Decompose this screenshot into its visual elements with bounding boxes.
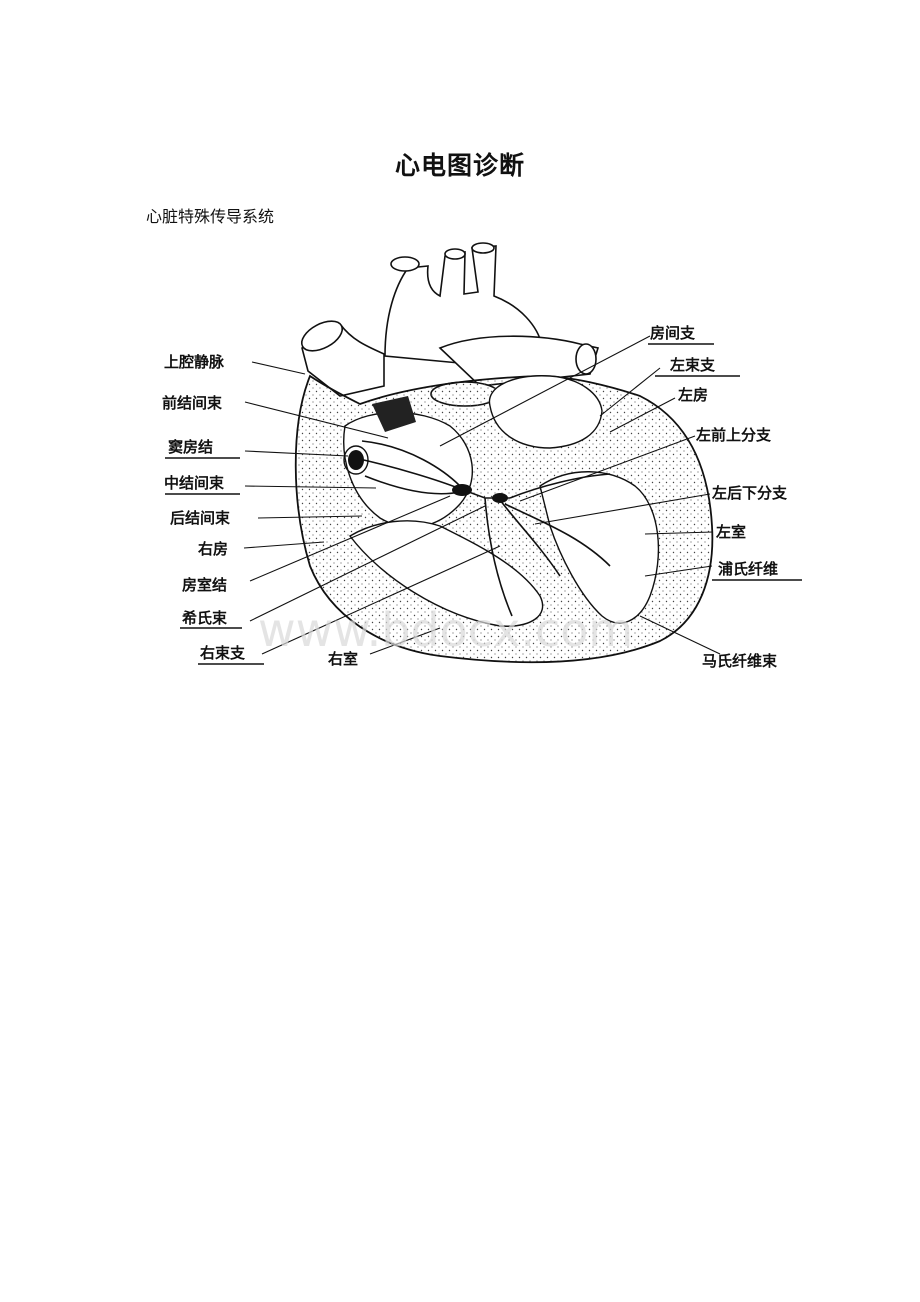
label-his-bundle: 希氏束 (182, 609, 228, 627)
label-anterior-internodal-tract: 前结间束 (162, 394, 223, 412)
label-left-bundle-branch: 左束支 (669, 356, 716, 374)
section-subtitle: 心脏特殊传导系统 (146, 207, 275, 226)
heart-conduction-diagram: 上腔静脉 前结间束 窦房结 中结间束 后结间束 右房 房室结 希氏束 右束支 右… (140, 236, 820, 676)
label-av-node: 房室结 (182, 576, 227, 594)
label-right-atrium: 右房 (198, 540, 228, 558)
label-left-posterior-fascicle: 左后下分支 (711, 484, 788, 502)
leader-lines-left (243, 361, 501, 655)
label-mahaim-fibers: 马氏纤维束 (702, 652, 778, 670)
his-bundle-node (492, 493, 508, 503)
label-right-ventricle: 右室 (328, 650, 358, 668)
chambers (343, 375, 660, 627)
label-sa-node: 窦房结 (168, 438, 213, 456)
label-superior-vena-cava: 上腔静脉 (164, 353, 225, 371)
label-posterior-internodal-tract: 后结间束 (170, 509, 231, 527)
label-interatrial-branch: 房间支 (650, 324, 696, 342)
label-underlines (165, 343, 802, 665)
sa-node (348, 450, 364, 470)
sa-node-ring (343, 445, 369, 475)
av-node (452, 484, 472, 496)
label-left-anterior-fascicle: 左前上分支 (695, 426, 772, 444)
label-purkinje-fibers: 浦氏纤维 (718, 560, 778, 578)
page-title: 心电图诊断 (394, 151, 525, 180)
label-right-bundle-branch: 右束支 (200, 644, 246, 662)
heart-diagram-svg: 上腔静脉 前结间束 窦房结 中结间束 后结间束 右房 房室结 希氏束 右束支 右… (162, 242, 802, 670)
label-left-ventricle: 左室 (715, 523, 746, 541)
atrium-shading (372, 396, 416, 432)
label-middle-internodal-tract: 中结间束 (164, 474, 225, 492)
leader-lines-right (439, 335, 721, 655)
watermark: www.bdocx.com (258, 603, 633, 657)
label-left-atrium: 左房 (677, 386, 708, 404)
